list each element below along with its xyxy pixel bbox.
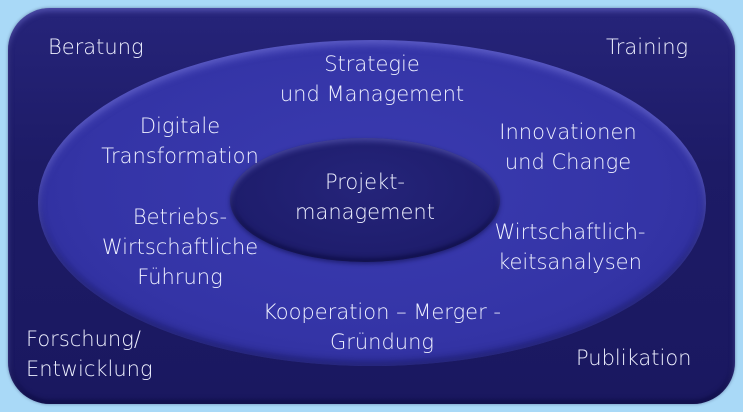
line: Digitale — [139, 114, 221, 138]
label-forschung: Forschung/ Entwicklung — [26, 324, 153, 384]
line: und Change — [504, 150, 632, 174]
line: Wirtschaftliche — [101, 235, 259, 259]
label-publikation: Publikation — [576, 346, 692, 370]
line: Projekt- — [324, 170, 406, 194]
line: Transformation — [101, 144, 259, 168]
line: Forschung/ — [26, 327, 141, 351]
label-digitale-transformation: Digitale Transformation — [70, 111, 290, 171]
line: Strategie — [324, 52, 420, 76]
label-betriebswirtschaftliche-fuehrung: Betriebs- Wirtschaftliche Führung — [70, 202, 290, 292]
line: Kooperation – Merger - — [263, 300, 501, 324]
line: Wirtschaftlich- — [494, 220, 646, 244]
line: Gründung — [329, 330, 435, 354]
line: keitsanalysen — [498, 250, 642, 274]
line: Betriebs- — [132, 205, 228, 229]
label-strategie: Strategie und Management — [272, 49, 472, 109]
label-training: Training — [606, 35, 689, 59]
label-innovationen: Innovationen und Change — [468, 117, 668, 177]
line: Innovationen — [499, 120, 637, 144]
line: Entwicklung — [26, 357, 153, 381]
line: management — [295, 200, 435, 224]
label-kooperation: Kooperation – Merger - Gründung — [232, 297, 532, 357]
label-beratung: Beratung — [48, 35, 144, 59]
center-ellipse — [230, 138, 500, 262]
line: Führung — [137, 265, 223, 289]
label-projektmanagement: Projekt- management — [265, 167, 465, 227]
label-wirtschaftlichkeitsanalysen: Wirtschaftlich- keitsanalysen — [470, 217, 670, 277]
line: und Management — [279, 82, 465, 106]
